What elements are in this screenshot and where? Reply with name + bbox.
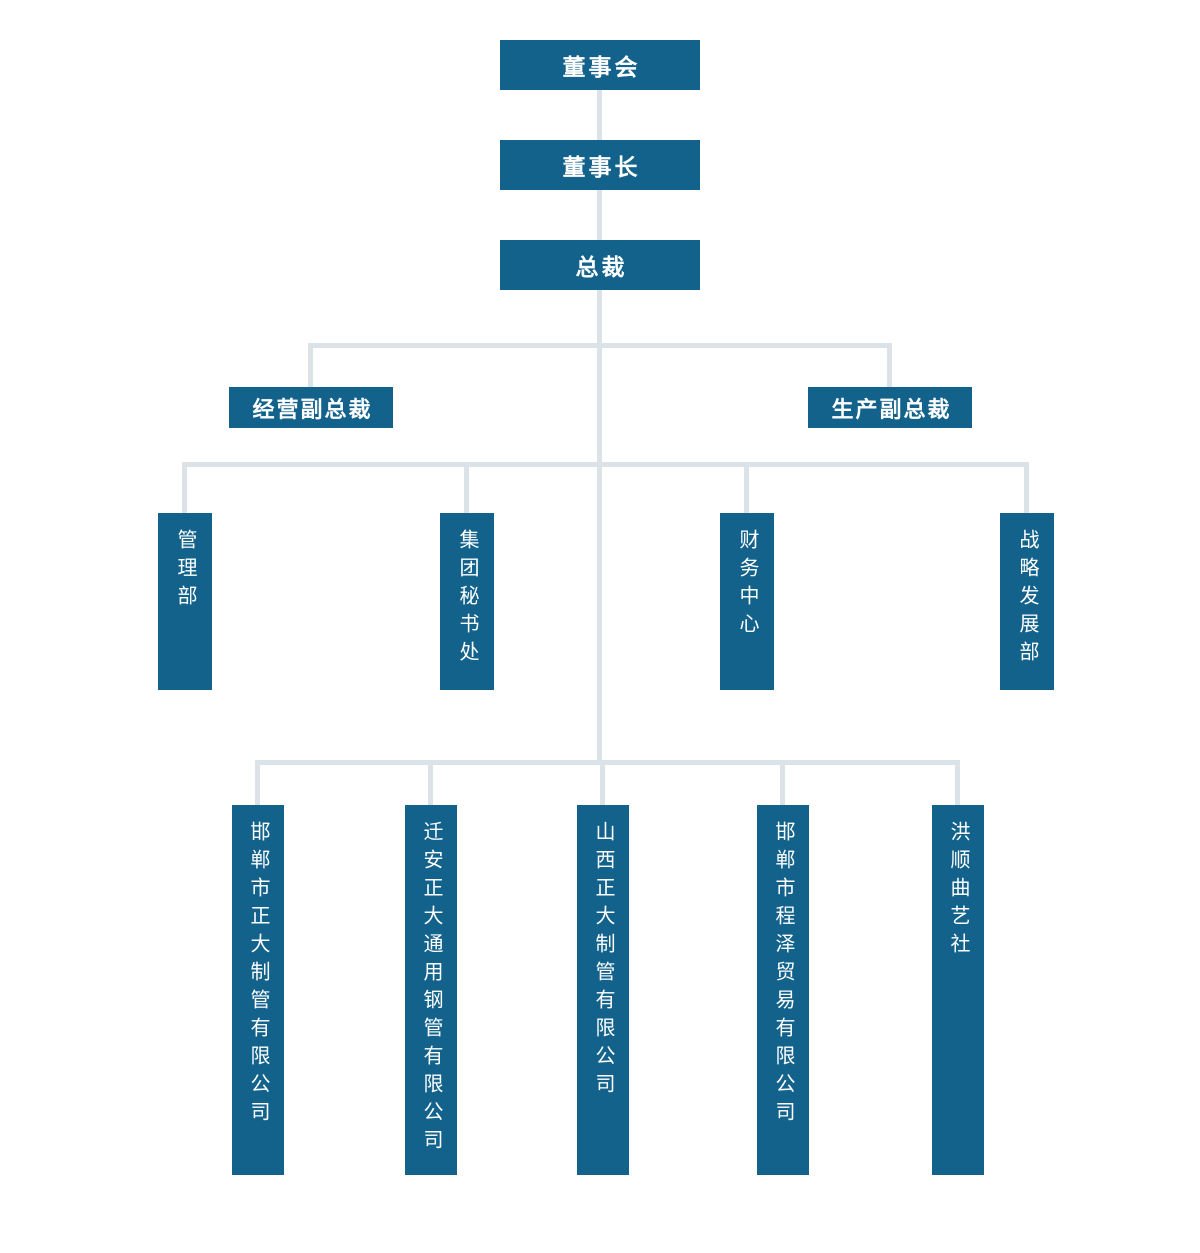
connector-line <box>887 343 892 387</box>
org-node-hongshun-quyi-club: 洪顺曲艺社 <box>932 805 984 1175</box>
connector-line <box>182 462 187 513</box>
connector-line <box>600 760 605 805</box>
org-node-label: 洪顺曲艺社 <box>947 821 969 961</box>
org-node-vp-production: 生产副总裁 <box>808 387 972 428</box>
org-node-president: 总裁 <box>500 240 700 290</box>
connector-line <box>308 343 313 387</box>
connector-line <box>597 290 602 765</box>
connector-line <box>955 760 960 805</box>
org-node-chairman: 董事长 <box>500 140 700 190</box>
connector-line <box>597 190 602 240</box>
org-node-label: 财务中心 <box>736 529 758 641</box>
org-node-handan-chengze-trading: 邯郸市程泽贸易有限公司 <box>757 805 809 1175</box>
connector-line <box>428 760 433 805</box>
org-node-board-of-directors: 董事会 <box>500 40 700 90</box>
connector-line <box>182 462 1029 467</box>
connector-line <box>255 760 960 765</box>
org-node-label: 邯郸市正大制管有限公司 <box>247 821 269 1129</box>
connector-line <box>780 760 785 805</box>
connector-line <box>255 760 260 805</box>
org-node-qianan-zhengda-steel-pipe: 迁安正大通用钢管有限公司 <box>405 805 457 1175</box>
org-node-label: 战略发展部 <box>1016 529 1038 669</box>
org-node-strategy-development-dept: 战略发展部 <box>1000 513 1054 690</box>
org-node-finance-center: 财务中心 <box>720 513 774 690</box>
org-node-group-secretariat: 集团秘书处 <box>440 513 494 690</box>
connector-line <box>597 90 602 140</box>
org-node-label: 山西正大制管有限公司 <box>592 821 614 1101</box>
org-node-vp-operations: 经营副总裁 <box>229 387 393 428</box>
org-node-handan-zhengda-pipe: 邯郸市正大制管有限公司 <box>232 805 284 1175</box>
connector-line <box>464 462 469 513</box>
org-node-label: 邯郸市程泽贸易有限公司 <box>772 821 794 1129</box>
org-node-label: 集团秘书处 <box>456 529 478 669</box>
connector-line <box>744 462 749 513</box>
org-node-label: 迁安正大通用钢管有限公司 <box>420 821 442 1157</box>
connector-line <box>1024 462 1029 513</box>
org-node-shanxi-zhengda-pipe: 山西正大制管有限公司 <box>577 805 629 1175</box>
connector-line <box>308 343 892 348</box>
org-node-management-dept: 管理部 <box>158 513 212 690</box>
org-node-label: 管理部 <box>174 529 196 613</box>
